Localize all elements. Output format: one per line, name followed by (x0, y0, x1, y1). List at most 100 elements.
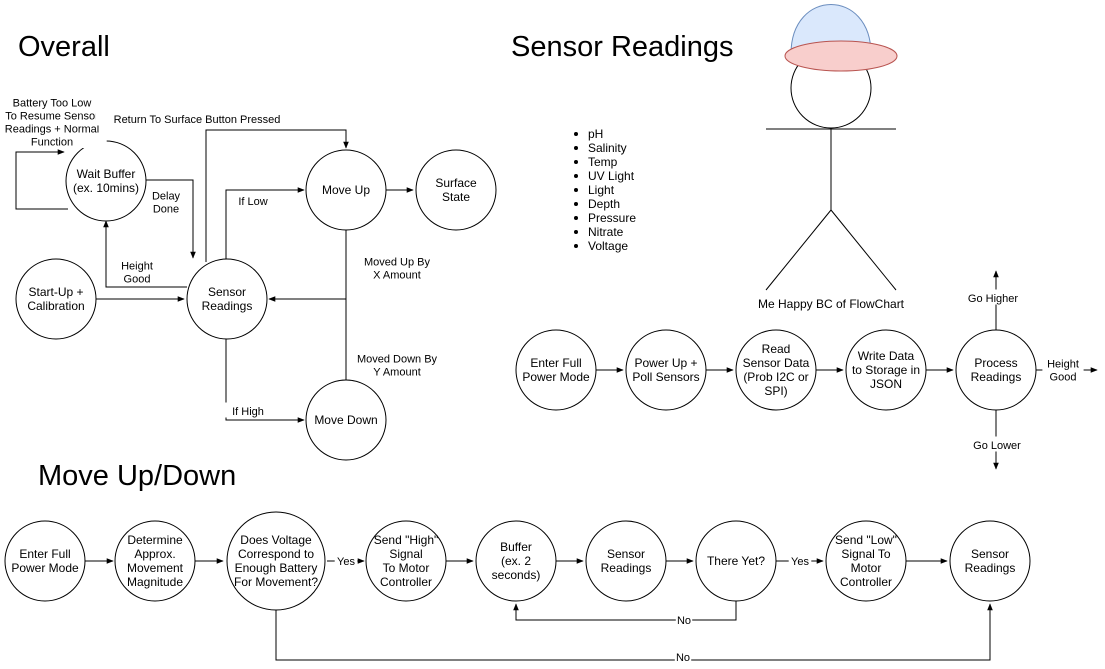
label-sensor-flow-labels-go-lower: Go Lower (973, 440, 1021, 452)
node-overall-startup-label: Start-Up +Calibration (27, 285, 84, 313)
node-move-flow-sensor-readings-shape (585, 520, 667, 602)
node-sensor-flow-enter-full-shape (515, 329, 597, 411)
label-move-flow-labels-yes1: Yes (337, 556, 355, 568)
label-overall-labels-if-low-bg (232, 192, 274, 208)
label-sensor-flow-labels-height-good-bg (1042, 355, 1084, 383)
node-sensor-flow-read-data-shape (735, 329, 817, 411)
node-sensor-flow-power-up: Power Up +Poll Sensors (625, 329, 707, 411)
node-sensor-flow-power-up-label: Power Up +Poll Sensors (632, 356, 699, 384)
label-move-flow-labels-no2: No (676, 652, 690, 664)
sensor-list-bullet (574, 160, 578, 164)
node-overall-move-up-label: Move Up (322, 183, 370, 197)
node-overall-surface-state-shape (415, 149, 497, 231)
sensor-list-item: Light (588, 183, 615, 197)
node-overall-move-up: Move Up (305, 149, 387, 231)
label-sensor-flow-labels-go-lower-bg (970, 436, 1024, 452)
sensor-list-item: pH (588, 127, 603, 141)
node-overall-move-down-label: Move Down (314, 413, 377, 427)
label-overall-labels-battery-low-bg (0, 94, 107, 148)
figure-right-leg (830, 209, 897, 291)
sensor-list-item: Voltage (588, 239, 628, 253)
sensor-list-item: Depth (588, 197, 620, 211)
label-sensor-flow-labels-go-higher-bg (963, 289, 1023, 305)
node-move-flow-send-high-shape (365, 520, 447, 602)
node-move-flow-send-low-shape (825, 520, 907, 602)
node-overall-wait-buffer: Wait Buffer(ex. 10mins) (65, 140, 147, 222)
sensor-list-item: Temp (588, 155, 618, 169)
label-overall-labels-return-surface: Return To Surface Button Pressed (114, 114, 281, 126)
label-overall-labels-height-good-bg (116, 257, 158, 285)
edge-no-battery (275, 603, 993, 661)
sensor-list-bullet (574, 188, 578, 192)
node-move-flow-there-yet: There Yet? (695, 520, 777, 602)
node-move-flow-voltage-shape (226, 511, 326, 611)
sensor-list-item: Pressure (588, 211, 636, 225)
sensor-list-item: UV Light (588, 169, 635, 183)
edge-height-good (103, 220, 187, 288)
node-move-flow-determine-shape (114, 520, 196, 602)
edge-no-loop (513, 601, 737, 621)
node-overall-move-down: Move Down (305, 379, 387, 461)
figure-caption: Me Happy BC of FlowChart (758, 297, 905, 311)
stick-figure: Me Happy BC of FlowChart (758, 4, 905, 311)
label-move-flow-labels-no2-bg (674, 648, 692, 664)
node-overall-startup-shape (15, 258, 97, 340)
label-overall-labels-if-low: If Low (238, 196, 267, 208)
title-sensor-readings: Sensor Readings (511, 31, 733, 63)
label-overall-labels-moved-down-bg (354, 350, 440, 378)
sensor-list-bullet (574, 174, 578, 178)
overall-edges (15, 129, 414, 423)
edge-if-low (225, 187, 305, 262)
node-move-flow-there-yet-shape (695, 520, 777, 602)
label-overall-labels-moved-up-bg (360, 253, 434, 281)
label-overall-labels-delay-done-bg (148, 187, 184, 215)
title-overall: Overall (18, 31, 110, 63)
node-overall-startup: Start-Up +Calibration (15, 258, 97, 340)
label-sensor-flow-labels-go-higher: Go Higher (968, 293, 1018, 305)
sensor-list-bullet (574, 230, 578, 234)
node-overall-wait-buffer-label: Wait Buffer(ex. 10mins) (73, 167, 139, 195)
sensor-list-bullet (574, 216, 578, 220)
label-move-flow-labels-yes2-bg (788, 552, 812, 568)
figure-left-leg (765, 209, 832, 291)
node-overall-move-down-shape (305, 379, 387, 461)
hat-brim (784, 40, 898, 72)
edge-return-surface (205, 129, 349, 262)
edge-moved-up (268, 230, 347, 302)
node-move-flow-sensor-readings-2-shape (949, 520, 1031, 602)
label-overall-labels-return-surface-bg (95, 110, 299, 126)
edge-delay-done (146, 179, 196, 259)
label-move-flow-labels-no1: No (677, 615, 691, 627)
node-overall-sensor-readings-shape (186, 258, 268, 340)
